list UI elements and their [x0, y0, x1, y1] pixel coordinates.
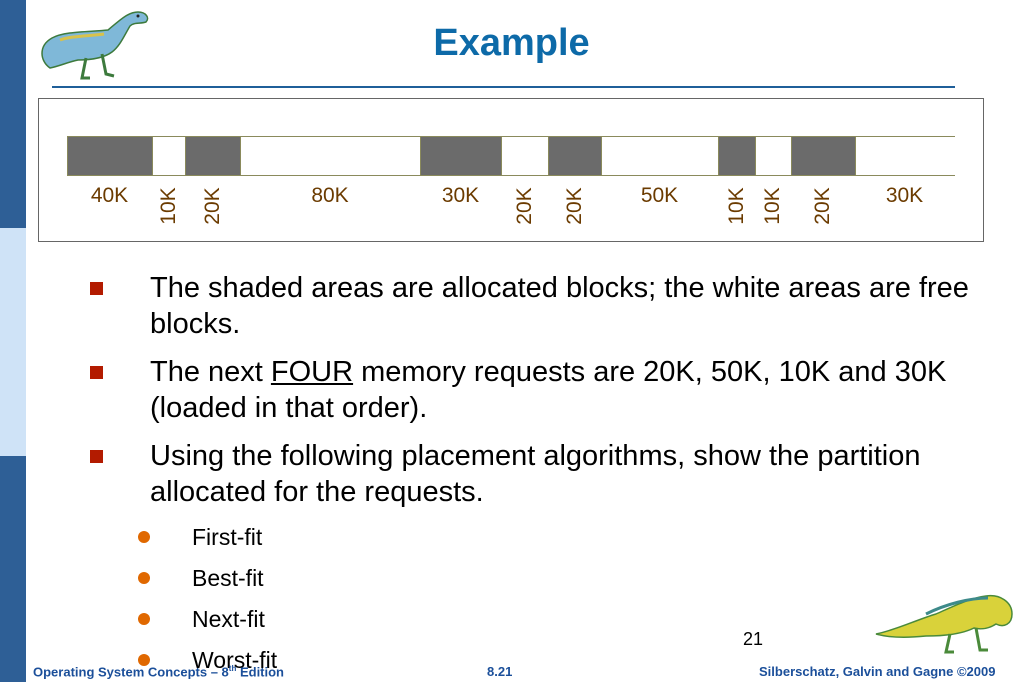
- footer-title-tail: Edition: [236, 664, 285, 680]
- free-block: [856, 137, 955, 175]
- sub-bullet-text: Next-fit: [192, 606, 265, 632]
- accent-bar-middle: [0, 228, 26, 456]
- sub-bullet-item: Worst-fit: [90, 645, 970, 675]
- slide-title: Example: [433, 22, 590, 64]
- free-block: [602, 137, 719, 175]
- bullet-text: Using the following placement algorithms…: [150, 440, 921, 508]
- bullet-item: Using the following placement algorithms…: [90, 438, 970, 510]
- block-size-label: 50K: [640, 184, 679, 207]
- footer-course-title: Operating System Concepts – 8th Edition: [33, 664, 284, 679]
- allocated-block: [68, 137, 153, 175]
- allocated-block: [719, 137, 756, 175]
- square-bullet-icon: [90, 450, 103, 463]
- allocated-block: [186, 137, 241, 175]
- bullet-text: The shaded areas are allocated blocks; t…: [150, 272, 969, 340]
- square-bullet-icon: [90, 366, 103, 379]
- block-size-label: 40K: [90, 184, 129, 207]
- allocated-block: [549, 137, 602, 175]
- memory-bar: [67, 136, 955, 176]
- sub-bullet-text: First-fit: [192, 524, 263, 550]
- bullet-text-part: memory requests are 20K, 50K, 10K and 30…: [150, 356, 947, 424]
- title-divider: [52, 86, 955, 88]
- block-size-label: 10K: [724, 187, 748, 225]
- free-block: [241, 137, 421, 175]
- bullet-text-part: The next: [150, 356, 271, 388]
- bullet-emphasis: FOUR: [270, 356, 354, 388]
- free-block: [502, 137, 549, 175]
- block-size-label: 10K: [156, 187, 180, 225]
- square-bullet-icon: [90, 282, 103, 295]
- accent-bar-top: [0, 0, 26, 228]
- free-block: [756, 137, 792, 175]
- allocated-block: [421, 137, 502, 175]
- sub-bullet-text: Best-fit: [192, 565, 264, 591]
- accent-bar-bottom: [0, 456, 26, 682]
- block-size-label: 20K: [512, 187, 536, 225]
- block-size-label: 20K: [200, 187, 224, 225]
- block-size-label: 30K: [441, 184, 480, 207]
- sub-bullet-item: Best-fit: [90, 563, 970, 593]
- bullet-list: The shaded areas are allocated blocks; t…: [90, 270, 970, 686]
- bullet-item: The shaded areas are allocated blocks; t…: [90, 270, 970, 342]
- dinosaur-logo-icon: [41, 11, 149, 80]
- dot-bullet-icon: [138, 613, 150, 625]
- block-size-label: 30K: [885, 184, 924, 207]
- sub-bullet-item: Next-fit: [90, 604, 970, 634]
- block-size-label: 80K: [311, 184, 349, 207]
- dinosaur-footer-icon: [875, 594, 1013, 654]
- sub-bullet-text: Worst-fit: [192, 647, 278, 673]
- dot-bullet-icon: [138, 531, 150, 543]
- footer-title-text: Operating System Concepts – 8: [33, 664, 229, 680]
- dot-bullet-icon: [138, 654, 150, 666]
- footer-copyright: Silberschatz, Galvin and Gagne ©2009: [759, 664, 996, 679]
- block-size-label: 20K: [562, 187, 586, 225]
- bullet-item: The next FOUR memory requests are 20K, 5…: [90, 354, 970, 426]
- footer-title-sup: th: [228, 664, 237, 673]
- left-accent-bar: [0, 0, 26, 682]
- footer-slide-number: 8.21: [487, 664, 513, 679]
- dot-bullet-icon: [138, 572, 150, 584]
- sub-bullet-item: First-fit: [90, 522, 970, 552]
- block-size-label: 20K: [811, 187, 834, 225]
- page-number: 21: [743, 629, 764, 649]
- free-block: [153, 137, 186, 175]
- block-size-label: 10K: [761, 187, 784, 225]
- allocated-block: [792, 137, 856, 175]
